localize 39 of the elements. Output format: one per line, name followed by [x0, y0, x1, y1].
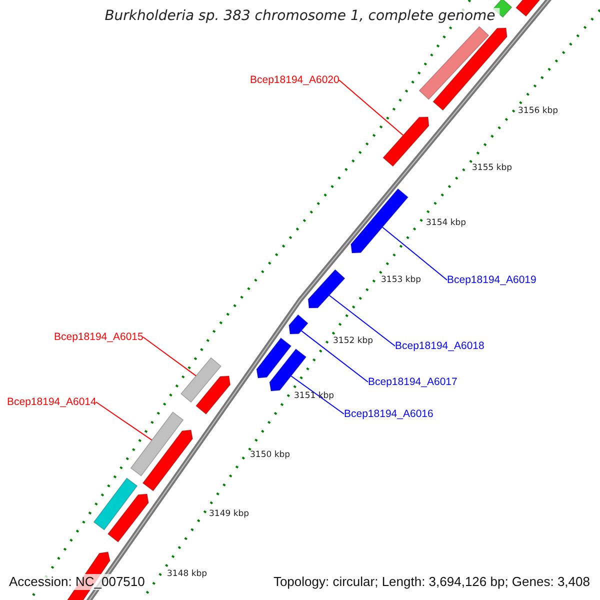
gene-feature [382, 116, 430, 167]
info-text: Topology: circular; Length: 3,694,126 bp; Genes: 3,408 [273, 574, 590, 590]
gene-feature [269, 348, 307, 392]
tick-label: 3156 kbp [518, 106, 558, 116]
leader-line [382, 226, 448, 280]
gene-label: Bcep18194_A6015 [54, 331, 144, 343]
tick-label: 3155 kbp [472, 163, 512, 173]
tick-label: 3148 kbp [167, 569, 208, 579]
gene-feature [256, 337, 292, 378]
gene-label: Bcep18194_A6014 [7, 396, 96, 408]
leader-line [338, 80, 404, 136]
leader-line [328, 294, 396, 346]
tick-label: 3149 kbp [209, 509, 250, 519]
leader-line [290, 376, 344, 414]
tick-label: 3152 kbp [333, 336, 374, 346]
gene-segment [93, 478, 138, 530]
gene-feature [142, 430, 194, 492]
gene-segment [180, 357, 222, 403]
gene-label: Bcep18194_A6020 [250, 74, 340, 86]
info-text: Accession: NC_007510 [9, 574, 145, 590]
gene-label: Bcep18194_A6017 [368, 376, 458, 388]
tick-label: 3153 kbp [381, 275, 422, 285]
gene-label: Bcep18194_A6016 [344, 408, 434, 420]
gene-segment [130, 412, 184, 476]
gene-segment [418, 26, 490, 100]
gene-feature [350, 188, 409, 254]
gene-label: Bcep18194_A6019 [447, 274, 536, 286]
leader-line [142, 336, 196, 376]
leader-line [96, 402, 152, 441]
gene-feature [308, 269, 346, 308]
tick-label: 3154 kbp [426, 218, 466, 228]
gene-feature [288, 314, 308, 334]
gene-label: Bcep18194_A6018 [395, 340, 484, 352]
tick-label: 3150 kbp [250, 450, 290, 460]
tick-label: 3151 kbp [294, 391, 334, 401]
gene-feature [107, 494, 149, 543]
gene-feature [195, 376, 231, 415]
gene-feature [432, 28, 508, 111]
leader-line [300, 330, 368, 382]
